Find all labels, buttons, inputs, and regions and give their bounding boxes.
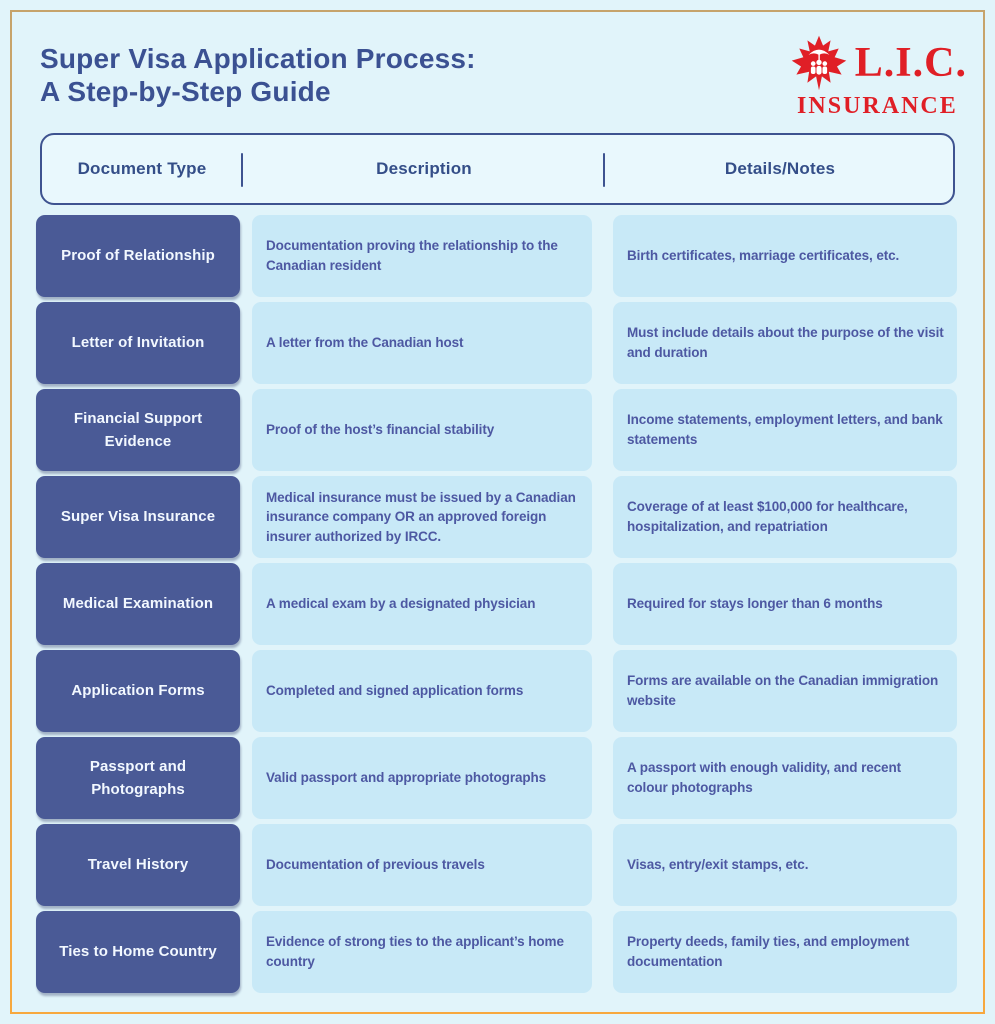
table-row: Letter of Invitation A letter from the C… (36, 302, 957, 384)
table-header: Document Type Description Details/Notes (40, 133, 955, 205)
document-type-cell: Application Forms (36, 650, 240, 732)
table-row: Travel History Documentation of previous… (36, 824, 957, 906)
maple-leaf-icon (791, 35, 847, 91)
details-notes-cell: Required for stays longer than 6 months (613, 563, 957, 645)
details-notes-cell: Must include details about the purpose o… (613, 302, 957, 384)
table-row: Application Forms Completed and signed a… (36, 650, 957, 732)
description-cell: Proof of the host’s financial stability (252, 389, 592, 471)
header-divider (603, 153, 605, 187)
table-row: Medical Examination A medical exam by a … (36, 563, 957, 645)
table-row: Ties to Home Country Evidence of strong … (36, 911, 957, 993)
description-cell: Documentation of previous travels (252, 824, 592, 906)
description-cell: Valid passport and appropriate photograp… (252, 737, 592, 819)
family-umbrella-icon (808, 49, 830, 75)
column-header-details-notes: Details/Notes (724, 159, 836, 178)
description-cell: Documentation proving the relationship t… (252, 215, 592, 297)
table-row: Proof of Relationship Documentation prov… (36, 215, 957, 297)
column-header-description: Description (376, 159, 472, 178)
document-type-cell: Passport and Photographs (36, 737, 240, 819)
details-notes-cell: Property deeds, family ties, and employm… (613, 911, 957, 993)
document-type-cell: Super Visa Insurance (36, 476, 240, 558)
page-title-line1: Super Visa Application Process: (40, 43, 476, 74)
details-notes-cell: Birth certificates, marriage certificate… (613, 215, 957, 297)
description-cell: A medical exam by a designated physician (252, 563, 592, 645)
column-header-document-type: Document Type (77, 159, 207, 178)
document-type-cell: Ties to Home Country (36, 911, 240, 993)
description-cell: Evidence of strong ties to the applicant… (252, 911, 592, 993)
details-notes-cell: Forms are available on the Canadian immi… (613, 650, 957, 732)
details-notes-cell: Coverage of at least $100,000 for health… (613, 476, 957, 558)
brand-name: L.I.C. (854, 40, 967, 86)
description-cell: Completed and signed application forms (252, 650, 592, 732)
brand-logo-row: L.I.C. (788, 34, 967, 92)
table-rows: Proof of Relationship Documentation prov… (36, 215, 957, 998)
document-type-cell: Proof of Relationship (36, 215, 240, 297)
page-title-line2: A Step-by-Step Guide (40, 76, 331, 108)
page-title: Super Visa Application Process: A Step-b… (40, 42, 476, 108)
details-notes-cell: Visas, entry/exit stamps, etc. (613, 824, 957, 906)
brand-subtitle: INSURANCE (797, 93, 958, 119)
document-type-cell: Travel History (36, 824, 240, 906)
document-type-cell: Letter of Invitation (36, 302, 240, 384)
table-row: Super Visa Insurance Medical insurance m… (36, 476, 957, 558)
description-cell: A letter from the Canadian host (252, 302, 592, 384)
header-divider (241, 153, 243, 187)
document-type-cell: Medical Examination (36, 563, 240, 645)
brand-logo: L.I.C. INSURANCE (788, 34, 967, 119)
description-cell: Medical insurance must be issued by a Ca… (252, 476, 592, 558)
details-notes-cell: A passport with enough validity, and rec… (613, 737, 957, 819)
details-notes-cell: Income statements, employment letters, a… (613, 389, 957, 471)
table-row: Financial Support Evidence Proof of the … (36, 389, 957, 471)
document-type-cell: Financial Support Evidence (36, 389, 240, 471)
table-row: Passport and Photographs Valid passport … (36, 737, 957, 819)
